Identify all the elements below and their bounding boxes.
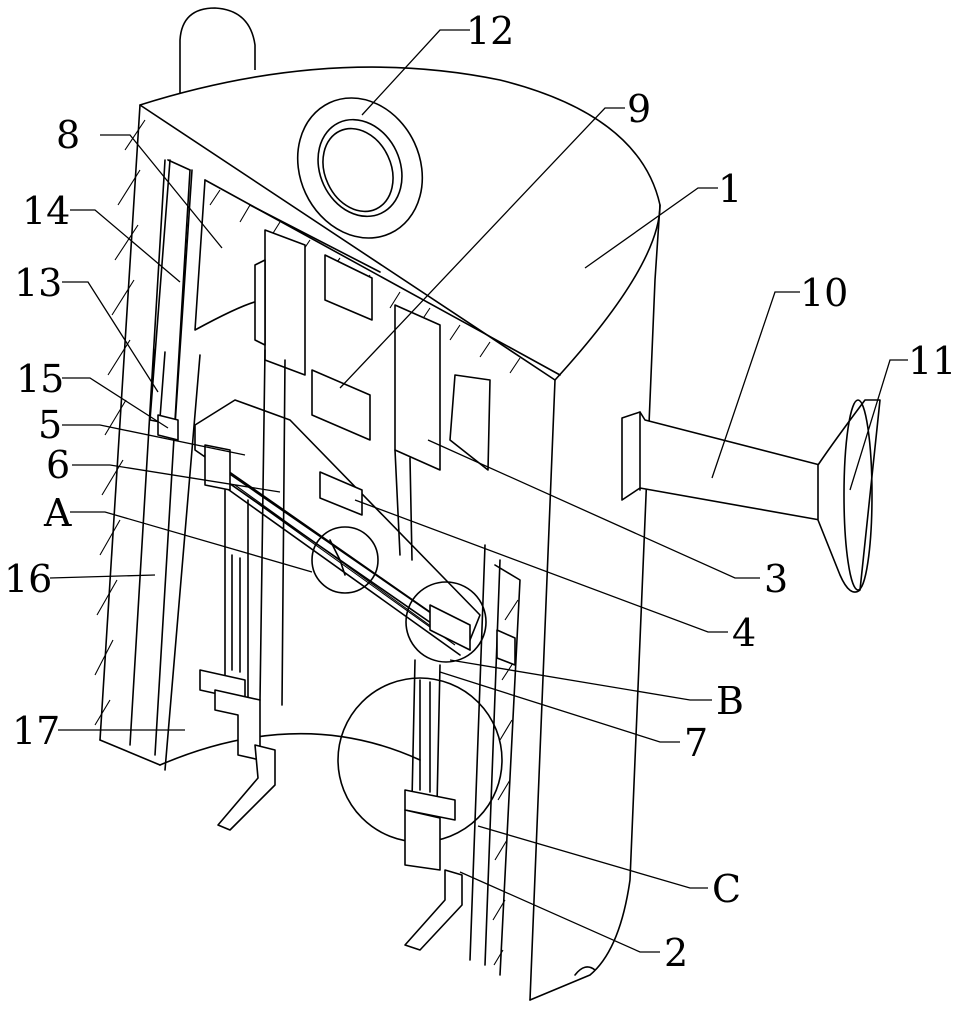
label-16: 16 xyxy=(4,557,52,601)
cross-beam xyxy=(194,399,481,656)
label-4: 4 xyxy=(732,611,756,655)
label-12: 12 xyxy=(466,9,514,53)
left-column xyxy=(199,349,286,831)
label-A: A xyxy=(43,491,72,535)
center-post xyxy=(394,449,413,561)
right-column xyxy=(404,544,521,976)
label-9: 9 xyxy=(627,87,651,131)
labels: 12 9 1 10 11 8 14 13 15 5 6 A 16 17 3 4 … xyxy=(4,9,956,975)
label-6: 6 xyxy=(46,443,70,487)
label-11: 11 xyxy=(908,339,956,383)
top-port-ring xyxy=(296,97,424,239)
label-10: 10 xyxy=(800,271,848,315)
label-14: 14 xyxy=(22,189,70,233)
label-7: 7 xyxy=(684,721,708,765)
label-B: B xyxy=(716,679,744,723)
label-13: 13 xyxy=(14,261,62,305)
label-1: 1 xyxy=(718,167,742,211)
label-15: 15 xyxy=(16,357,64,401)
label-2: 2 xyxy=(664,931,688,975)
label-C: C xyxy=(712,867,741,911)
upper-chamber xyxy=(194,179,561,471)
label-17: 17 xyxy=(12,709,60,753)
detail-circles xyxy=(311,526,503,843)
left-rail xyxy=(149,159,201,771)
side-tube xyxy=(621,411,821,521)
label-8: 8 xyxy=(56,113,80,157)
label-5: 5 xyxy=(38,403,62,447)
leader-lines xyxy=(49,29,908,953)
side-nozzle xyxy=(817,399,881,593)
left-wall-hatch xyxy=(94,119,191,756)
label-3: 3 xyxy=(764,557,788,601)
top-lug xyxy=(179,7,256,95)
